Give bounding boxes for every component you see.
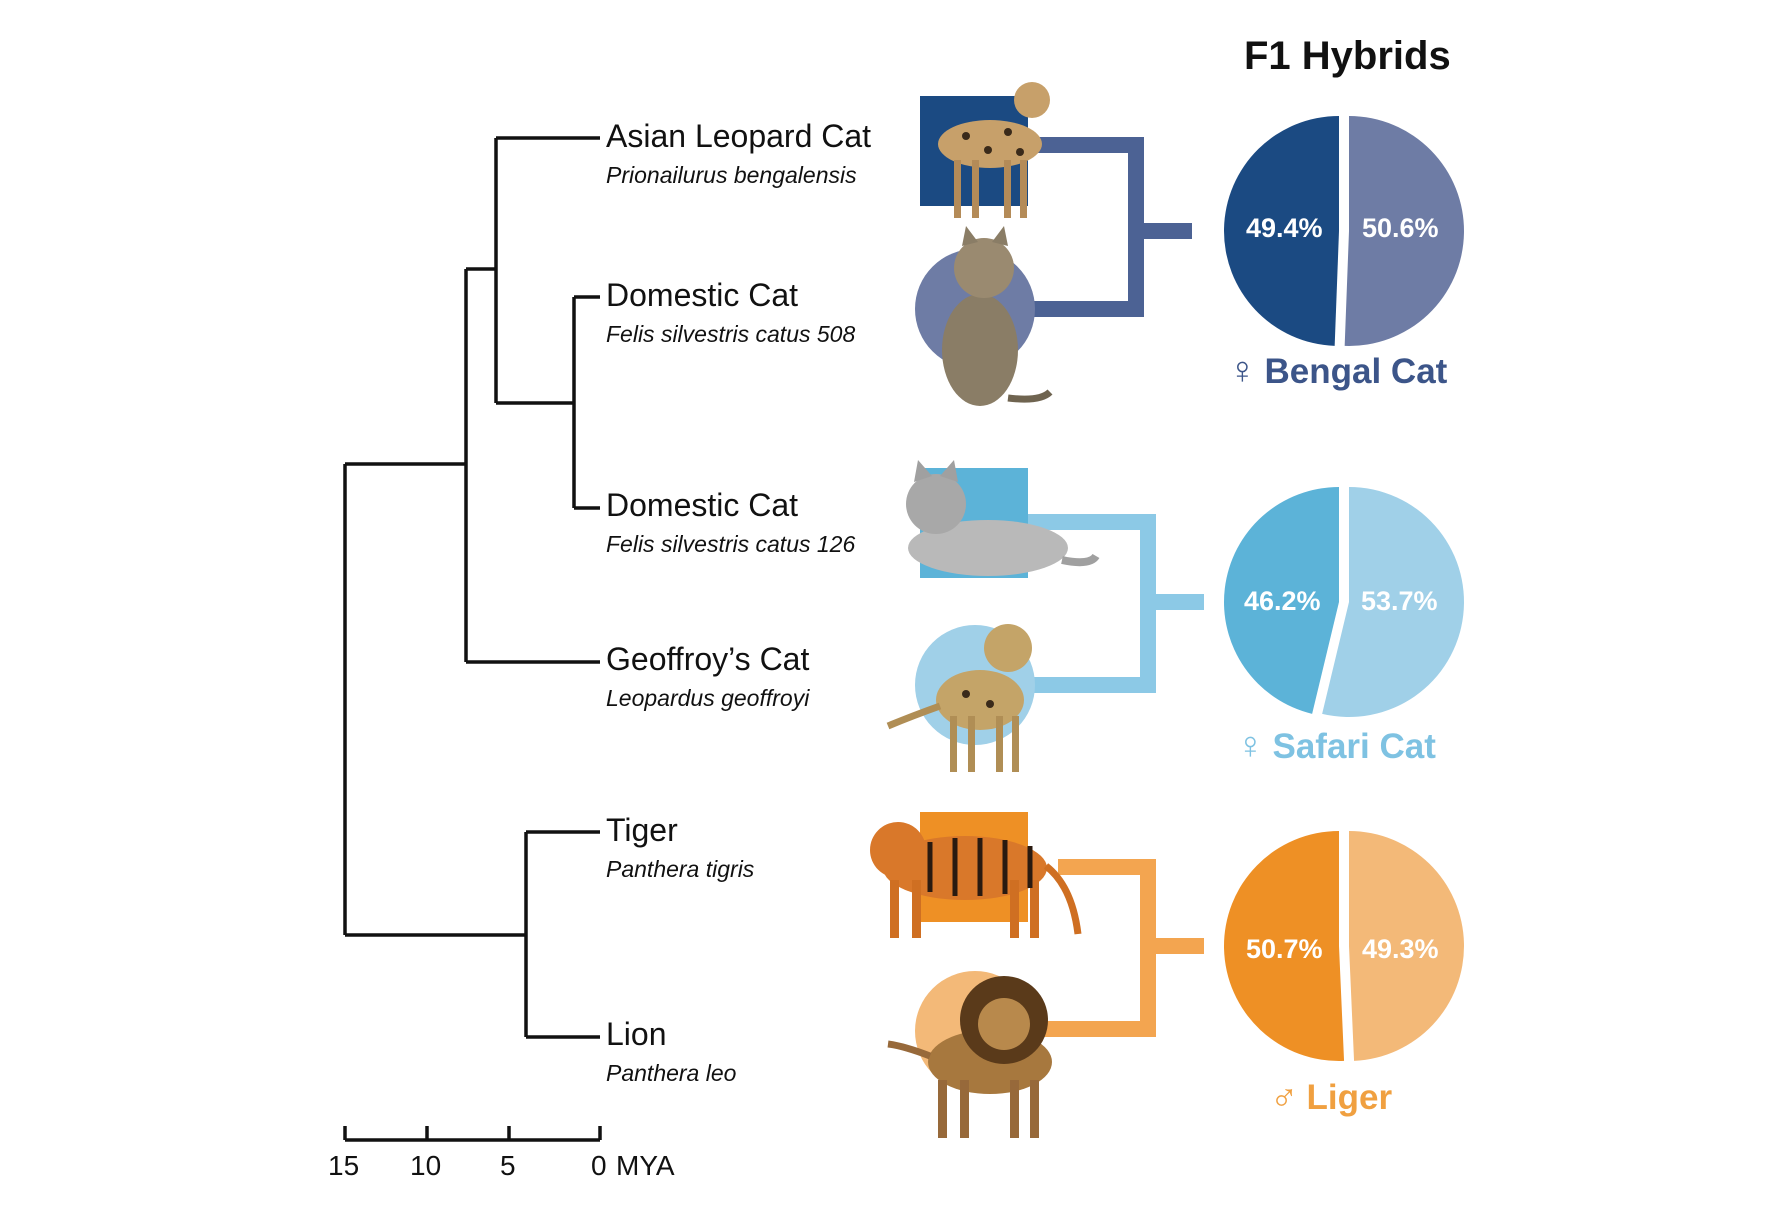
female-symbol-icon: ♀	[1236, 725, 1265, 767]
pie-percent-left: 46.2%	[1244, 586, 1321, 617]
pie-percent-left: 49.4%	[1246, 213, 1323, 244]
tiger-icon	[870, 812, 1078, 938]
taxon-scientific-name: Felis silvestris catus 508	[606, 321, 855, 348]
taxon-scientific-name: Prionailurus bengalensis	[606, 162, 857, 189]
taxon-common-name: Geoffroy’s Cat	[606, 641, 809, 678]
axis-tick-label: 0	[591, 1150, 607, 1182]
taxon-scientific-name: Panthera leo	[606, 1060, 736, 1087]
taxon-scientific-name: Felis silvestris catus 126	[606, 531, 855, 558]
domestic-cat-icon	[915, 226, 1050, 406]
pie-percent-left: 50.7%	[1246, 934, 1323, 965]
taxon-common-name: Tiger	[606, 812, 678, 849]
pie-percent-right: 53.7%	[1361, 586, 1438, 617]
taxon-scientific-name: Panthera tigris	[606, 856, 754, 883]
axis-tick-label: 10	[410, 1150, 441, 1182]
connector-bengal	[1018, 145, 1192, 309]
male-symbol-icon: ♂	[1270, 1076, 1299, 1118]
hybrid-name-liger: ♂Liger	[1270, 1076, 1392, 1119]
taxon-common-name: Asian Leopard Cat	[606, 118, 871, 155]
taxon-scientific-name: Leopardus geoffroyi	[606, 685, 809, 712]
chart-title: F1 Hybrids	[1244, 34, 1451, 79]
axis-tick-label: 15	[328, 1150, 359, 1182]
hybrid-name-bengal: ♀Bengal Cat	[1228, 350, 1447, 393]
taxon-common-name: Lion	[606, 1016, 667, 1053]
pie-percent-right: 50.6%	[1362, 213, 1439, 244]
taxon-common-name: Domestic Cat	[606, 277, 798, 314]
taxon-common-name: Domestic Cat	[606, 487, 798, 524]
hybrid-name-safari: ♀Safari Cat	[1236, 725, 1436, 768]
hybrid-label: Liger	[1307, 1078, 1393, 1117]
pie-percent-right: 49.3%	[1362, 934, 1439, 965]
axis-tick-label: 5	[500, 1150, 516, 1182]
leopard-cat-icon	[920, 82, 1050, 218]
phylogenetic-tree	[345, 138, 600, 1037]
hybrid-label: Safari Cat	[1273, 727, 1436, 766]
time-axis	[345, 1126, 600, 1140]
geoffroys-cat-icon	[888, 624, 1035, 772]
female-symbol-icon: ♀	[1228, 350, 1257, 392]
lion-icon	[888, 971, 1052, 1138]
hybrid-label: Bengal Cat	[1265, 352, 1448, 391]
axis-unit-label: MYA	[616, 1150, 675, 1182]
